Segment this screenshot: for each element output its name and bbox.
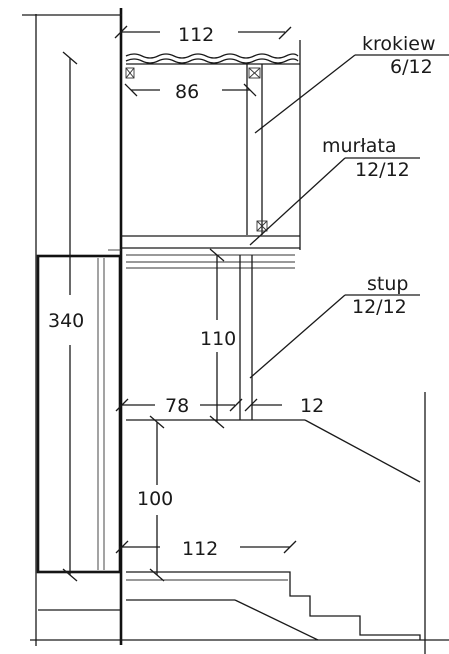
label-post-size: 12/12 xyxy=(352,296,407,318)
dim-post-width: 12 xyxy=(300,395,324,417)
floor-and-stairs xyxy=(30,392,449,654)
callout-plate: murłata 12/12 xyxy=(249,135,420,246)
label-rafter-size: 6/12 xyxy=(390,56,433,78)
label-post-name: stup xyxy=(367,273,408,295)
label-plate-size: 12/12 xyxy=(355,159,410,181)
dim-lower-height: 100 xyxy=(137,488,173,510)
left-wall xyxy=(22,8,123,646)
dim-total-height: 340 xyxy=(48,310,84,332)
dim-bottom-width: 112 xyxy=(182,538,218,560)
dim-post-height: 110 xyxy=(200,328,236,350)
post xyxy=(239,255,253,420)
label-plate-name: murłata xyxy=(322,135,397,157)
callout-rafter: krokiew 6/12 xyxy=(254,33,449,134)
label-rafter-name: krokiew xyxy=(362,33,436,55)
dim-inner-width: 86 xyxy=(175,81,199,103)
dimension-lines xyxy=(62,25,297,582)
callout-post: stup 12/12 xyxy=(249,273,420,379)
dim-left-clearance: 78 xyxy=(165,395,189,417)
roof-box xyxy=(121,40,301,269)
dim-roof-top-width: 112 xyxy=(178,24,214,46)
